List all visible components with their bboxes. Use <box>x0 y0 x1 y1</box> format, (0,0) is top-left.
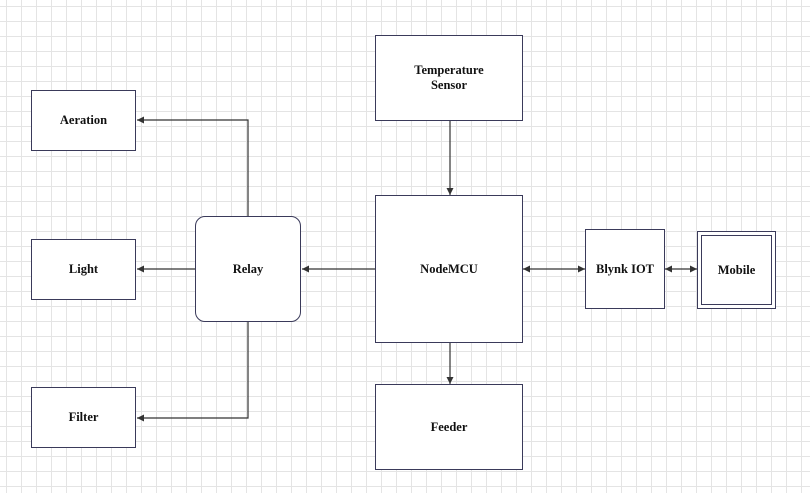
blynk-iot-node[interactable]: Blynk IOT <box>585 229 665 309</box>
temperature-sensor-node[interactable]: Temperature Sensor <box>375 35 523 121</box>
nodemcu-label: NodeMCU <box>420 261 478 276</box>
mobile-node[interactable]: Mobile <box>697 231 776 309</box>
light-node[interactable]: Light <box>31 239 136 300</box>
blynk-iot-label: Blynk IOT <box>595 261 654 276</box>
aeration-node[interactable]: Aeration <box>31 90 136 151</box>
aeration-label: Aeration <box>59 113 108 127</box>
filter-node[interactable]: Filter <box>31 387 136 448</box>
edge-relay-to-aeration <box>137 116 249 216</box>
mobile-inner-border: Mobile <box>701 235 772 305</box>
relay-label: Relay <box>232 261 264 276</box>
nodemcu-node[interactable]: NodeMCU <box>375 195 523 343</box>
mobile-label: Mobile <box>717 262 756 277</box>
temperature-sensor-label: Temperature Sensor <box>414 63 484 92</box>
filter-label: Filter <box>68 410 99 424</box>
feeder-label: Feeder <box>430 419 468 434</box>
relay-node[interactable]: Relay <box>195 216 301 322</box>
feeder-node[interactable]: Feeder <box>375 384 523 470</box>
edge-relay-to-filter <box>137 322 249 422</box>
light-label: Light <box>68 262 99 276</box>
